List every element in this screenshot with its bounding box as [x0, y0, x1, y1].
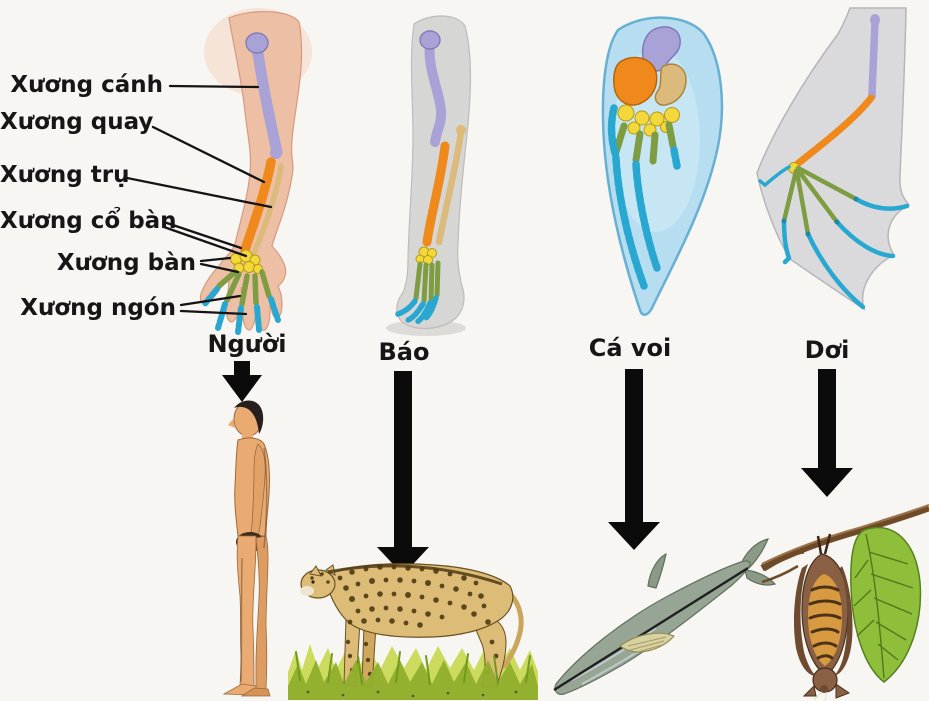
label-leader-lines: [125, 84, 273, 316]
leopard-body-group: [300, 563, 524, 689]
branch-highlight: [761, 503, 929, 565]
whale-flipper-illustration: [601, 16, 724, 316]
human-back-foot: [240, 687, 271, 697]
animal-name-nguoi: Người: [207, 330, 287, 358]
branch-twig-2: [761, 564, 799, 584]
bat-whiskers: [813, 691, 828, 701]
leader-xuong-ban-1: [199, 256, 232, 263]
leader-xuong-canh: [168, 84, 260, 89]
human-back-leg: [255, 535, 269, 690]
human-hair: [234, 400, 264, 434]
whale-flipper-veins: [627, 636, 667, 654]
whale-body-stripe: [553, 566, 749, 692]
leopard-carpal-bones: [415, 246, 437, 265]
bat-muzzle: [820, 685, 828, 693]
leopard-muzzle: [300, 586, 314, 596]
leopard-metacarpal-bones: [413, 260, 441, 304]
whale-phalange-bones: [607, 104, 681, 290]
leader-xuong-ngon-1: [179, 294, 242, 307]
human-radius-bone: [240, 157, 276, 255]
grass-speckles: [306, 690, 518, 698]
leopard-tail: [501, 591, 524, 669]
label-xuong-ban: Xương bàn: [56, 250, 196, 276]
bat-ear-left: [802, 684, 817, 697]
human-shading: [240, 447, 268, 683]
animal-name-bao: Báo: [378, 338, 430, 366]
human-nose: [228, 419, 235, 428]
leader-xuong-ban-2: [199, 262, 240, 274]
human-figure-illustration: [222, 400, 271, 697]
leader-xuong-quay: [151, 125, 266, 184]
branch-twig-1: [763, 550, 805, 572]
bat-ear-right: [835, 683, 851, 699]
bat-fur-stripes: [808, 585, 842, 660]
leader-xuong-co-ban-1: [162, 220, 243, 250]
bat-wing-illustration: [756, 7, 911, 311]
bat-metacarpal-bones: [781, 165, 859, 237]
grass-front: [288, 660, 538, 700]
label-xuong-tru: Xương trụ: [0, 162, 130, 188]
bat-illustration: [760, 503, 929, 701]
whale-ulna-bone: [654, 63, 687, 106]
bat-finger-joints: [781, 196, 859, 237]
human-phalange-bones: [201, 286, 281, 335]
down-arrow-ca-voi: [608, 369, 660, 550]
leader-xuong-tru: [125, 176, 273, 209]
down-arrow-nguoi: [222, 361, 262, 402]
leader-xuong-co-ban-2: [162, 225, 248, 258]
leaf: [850, 526, 922, 683]
label-xuong-co-ban: Xương cổ bàn: [0, 208, 177, 234]
down-arrow-doi: [801, 369, 853, 497]
leaf-veins: [853, 533, 914, 679]
whale-radius-bone: [613, 56, 658, 106]
bat-wing-membrane: [756, 7, 911, 311]
leopard-ulna-bone: [435, 125, 466, 246]
whale-dorsal-fin: [647, 552, 667, 589]
human-metacarpal-bones: [216, 269, 272, 307]
whale-carpal-bones: [617, 104, 680, 137]
human-arm-illustration: [199, 11, 303, 335]
label-xuong-canh: Xương cánh: [10, 72, 163, 98]
human-ulna-bone: [251, 163, 284, 256]
leopard-eye: [311, 580, 315, 584]
animal-name-doi: Dơi: [804, 336, 850, 364]
bat-left-wing-fold: [794, 564, 816, 676]
leopard-humerus-bone: [419, 30, 447, 147]
grass-blades: [295, 651, 531, 685]
bat-phalange-bones: [781, 196, 910, 310]
whale-fluke-lower: [744, 569, 777, 586]
down-arrow-bao: [377, 371, 429, 575]
leopard-phalange-bones: [395, 295, 439, 325]
human-front-leg: [236, 535, 257, 689]
human-neck: [242, 430, 253, 443]
bat-radius-bone: [792, 94, 875, 169]
bat-thumb-bone: [758, 165, 791, 187]
label-xuong-ngon: Xương ngón: [20, 295, 176, 321]
leopard-ear-1: [309, 565, 322, 577]
bat-right-wing-fold: [834, 566, 853, 676]
whale-illustration: [553, 538, 777, 695]
animal-name-ca-voi: Cá voi: [588, 334, 672, 362]
bat-legs: [816, 533, 832, 555]
leopard-foreleg-illustration: [386, 15, 472, 336]
leader-xuong-ngon-2: [179, 309, 248, 316]
label-xuong-quay: Xương quay: [0, 109, 154, 135]
human-humerus-bone: [245, 32, 283, 159]
leopard-radius-bone: [422, 141, 450, 247]
leopard-leg-fur: [396, 15, 472, 329]
leopard-illustration: [288, 563, 538, 700]
leopard-spots: [310, 564, 499, 677]
